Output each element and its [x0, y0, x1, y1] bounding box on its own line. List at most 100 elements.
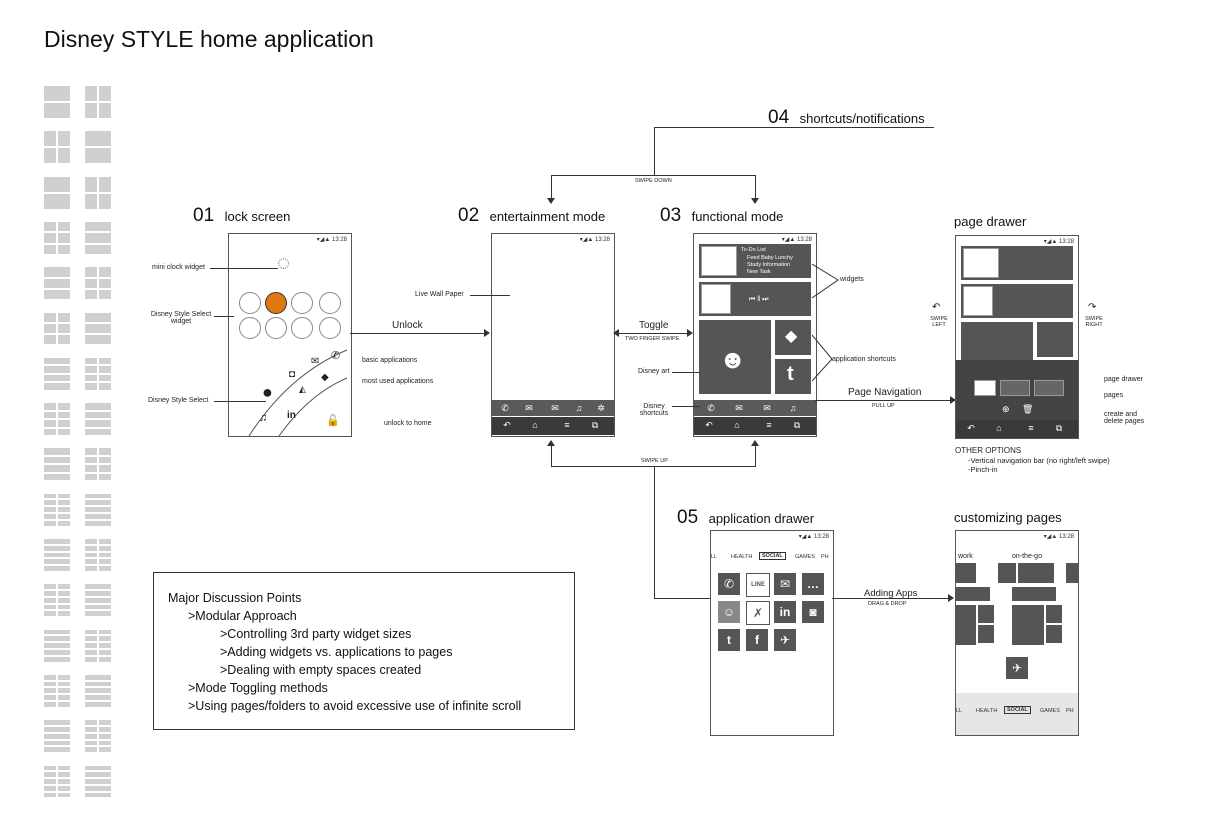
recent-icon[interactable]: ⧉: [1055, 423, 1063, 433]
music-widget[interactable]: [961, 284, 1073, 318]
evernote-tile[interactable]: ◆: [775, 320, 811, 355]
toggle-label: Toggle: [639, 320, 669, 331]
add-page-icon[interactable]: ⊕: [1002, 404, 1010, 414]
layout-thumbnail: [85, 403, 111, 436]
select-circle[interactable]: [239, 292, 261, 314]
disney-art-tile[interactable]: ☻: [699, 320, 771, 394]
mini-tile[interactable]: [998, 563, 1016, 583]
menu-icon[interactable]: ≡: [564, 420, 570, 430]
home-icon[interactable]: ⌂: [996, 423, 1002, 433]
music-widget[interactable]: ⏮ ‖ ⏭: [699, 282, 811, 316]
select-circle-active[interactable]: [265, 292, 287, 314]
menu-icon[interactable]: ≡: [1028, 423, 1034, 433]
todo-item: New Task: [747, 269, 771, 275]
tab-games[interactable]: GAMES: [795, 554, 815, 560]
mini-tile[interactable]: [978, 605, 994, 623]
mini-tile[interactable]: [1046, 605, 1062, 623]
twitter-app-icon[interactable]: ✈: [774, 629, 796, 651]
mini-tile[interactable]: [1012, 605, 1044, 645]
swipe-down-arrow: [547, 198, 555, 204]
layout-thumbnail: [44, 448, 70, 481]
twitter-app-icon[interactable]: ✈: [1006, 657, 1028, 679]
evernote-tile[interactable]: [1037, 322, 1073, 357]
layout-thumbnail: [44, 629, 70, 662]
phone-icon[interactable]: ✆: [501, 403, 509, 413]
tab-social[interactable]: SOCIAL: [759, 552, 786, 560]
tab-all[interactable]: LL: [956, 708, 963, 714]
mini-tile[interactable]: [1018, 563, 1054, 583]
select-circle[interactable]: [319, 317, 341, 339]
section-number: 02: [458, 205, 480, 226]
section-title: shortcuts/notifications: [799, 111, 925, 126]
todo-widget[interactable]: [961, 246, 1073, 280]
unlock-icon[interactable]: 🔓: [326, 415, 340, 427]
mail-icon[interactable]: ✉: [525, 403, 533, 413]
tab-health[interactable]: HEALTH: [731, 554, 753, 560]
phone-icon[interactable]: ✆: [707, 403, 715, 413]
tab-games[interactable]: GAMES: [1040, 708, 1060, 714]
home-icon[interactable]: ⌂: [532, 420, 538, 430]
discussion-point: >Using pages/folders to avoid excessive …: [188, 699, 522, 713]
mini-tile[interactable]: [956, 587, 990, 601]
mini-tile[interactable]: [1066, 563, 1078, 583]
playback-controls-icon[interactable]: ⏮ ‖ ⏭: [749, 296, 769, 303]
select-circle[interactable]: [319, 292, 341, 314]
mail-icon[interactable]: ✉: [551, 403, 559, 413]
page-thumb[interactable]: [974, 380, 996, 396]
tumblr-tile[interactable]: t: [775, 359, 811, 394]
facebook-app-icon[interactable]: f: [746, 629, 768, 651]
home-icon[interactable]: ⌂: [734, 420, 740, 430]
mail-icon[interactable]: ✉: [311, 356, 320, 367]
mail-icon[interactable]: ✉: [735, 403, 743, 413]
page-thumb[interactable]: [1034, 380, 1064, 396]
dancer-app-icon[interactable]: ✗: [746, 601, 770, 625]
camera-icon[interactable]: ◘: [289, 369, 296, 380]
music-icon[interactable]: ♫: [789, 403, 797, 413]
mini-clock-label: mini clock widget: [152, 264, 205, 271]
section-number: 01: [193, 205, 215, 226]
mail-app-icon[interactable]: ✉: [774, 573, 796, 595]
mini-tile[interactable]: [956, 563, 976, 583]
back-icon[interactable]: ↶: [705, 420, 713, 430]
mail-icon[interactable]: ✉: [763, 403, 771, 413]
instagram-app-icon[interactable]: ◙: [802, 601, 824, 623]
select-circle[interactable]: [265, 317, 287, 339]
layout-thumbnail: [85, 584, 111, 617]
gallery-icon[interactable]: ◭: [299, 384, 306, 394]
mini-tile[interactable]: [978, 625, 994, 643]
select-circle[interactable]: [291, 317, 313, 339]
menu-icon[interactable]: ≡: [766, 420, 772, 430]
photo-app-icon[interactable]: ☺: [718, 601, 740, 623]
tab-all[interactable]: LL: [711, 554, 718, 560]
linkedin-icon[interactable]: in: [287, 410, 296, 421]
music-icon[interactable]: ♫: [259, 412, 268, 424]
gear-icon[interactable]: ✲: [597, 403, 605, 413]
tab-ph[interactable]: PH: [821, 554, 829, 560]
music-icon[interactable]: ♫: [575, 403, 583, 413]
recent-icon[interactable]: ⧉: [591, 420, 599, 430]
linkedin-app-icon[interactable]: in: [774, 601, 796, 623]
tumblr-app-icon[interactable]: t: [718, 629, 740, 651]
recent-icon[interactable]: ⧉: [793, 420, 801, 430]
line-app-icon[interactable]: LINE: [746, 573, 770, 597]
tab-social[interactable]: SOCIAL: [1004, 706, 1031, 714]
mini-tile[interactable]: [1046, 625, 1062, 643]
page-thumb[interactable]: [1000, 380, 1030, 396]
trash-icon[interactable]: 🗑: [1022, 404, 1034, 414]
select-circle[interactable]: [239, 317, 261, 339]
disney-art-tile[interactable]: [961, 322, 1033, 362]
tab-health[interactable]: HEALTH: [976, 708, 998, 714]
back-icon[interactable]: ↶: [967, 423, 975, 433]
select-circle[interactable]: [291, 292, 313, 314]
todo-widget[interactable]: To-Do List Feed Baby Lunchy Study Inform…: [699, 244, 811, 278]
layout-thumbnail: [44, 131, 70, 164]
page-drawer-panel[interactable]: ⊕ 🗑: [956, 360, 1078, 420]
phone-app-icon[interactable]: ✆: [718, 573, 740, 595]
chat-app-icon[interactable]: …: [802, 573, 824, 595]
phone-icon[interactable]: ✆: [331, 350, 341, 362]
mini-tile[interactable]: [956, 605, 976, 645]
mini-tile[interactable]: [1012, 587, 1056, 601]
tab-ph[interactable]: PH: [1066, 708, 1074, 714]
evernote-icon[interactable]: ◆: [321, 372, 329, 383]
back-icon[interactable]: ↶: [503, 420, 511, 430]
